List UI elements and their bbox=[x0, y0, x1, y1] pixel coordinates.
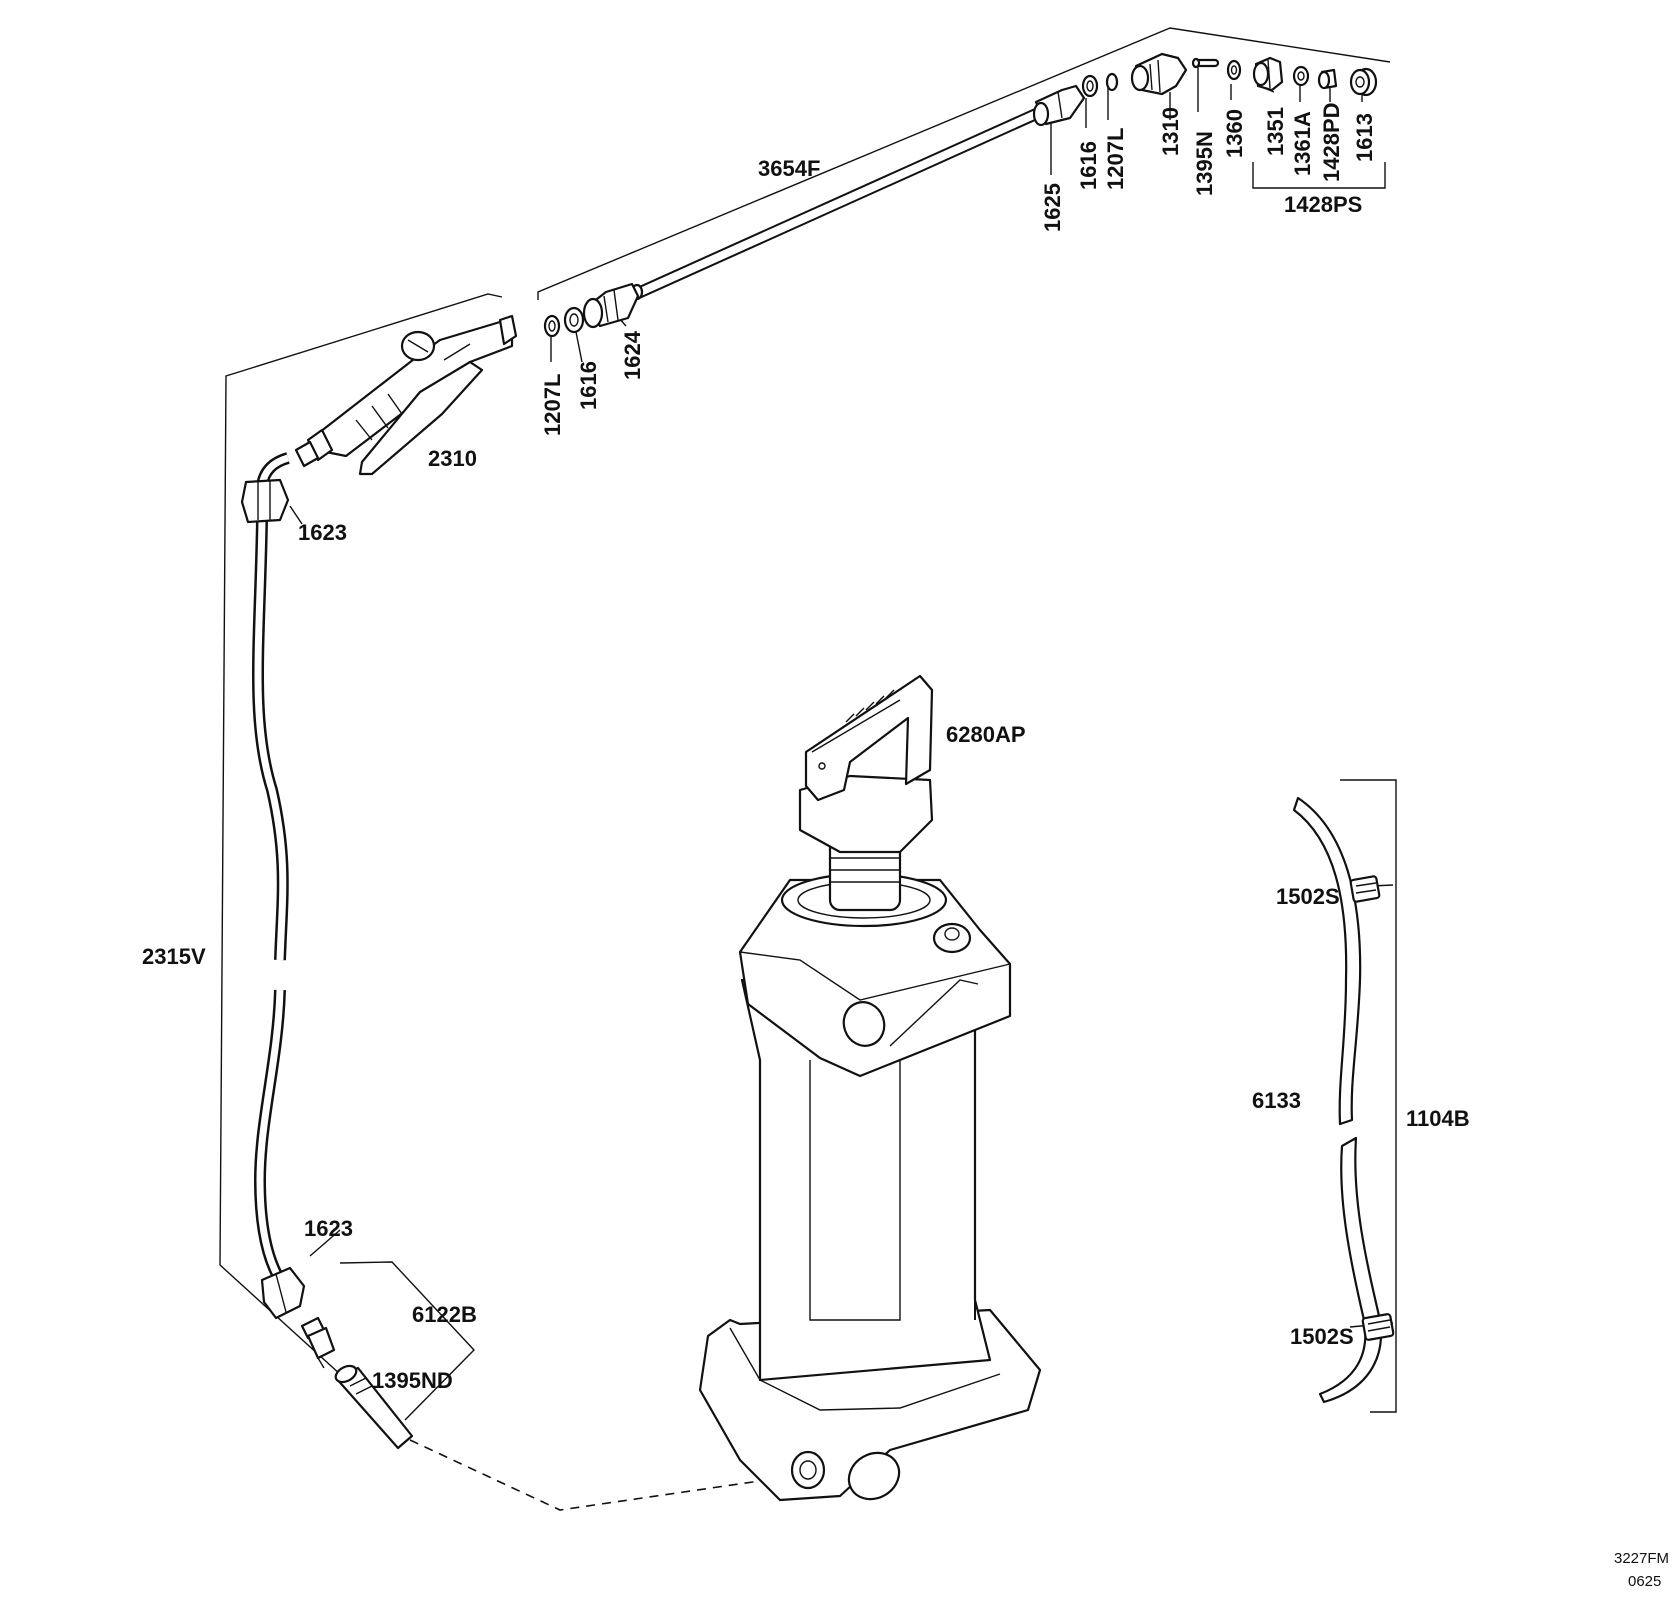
label-1502s-bottom: 1502S bbox=[1290, 1324, 1354, 1349]
washer-1360 bbox=[1226, 59, 1242, 81]
sprayer-tank bbox=[698, 872, 1042, 1502]
leader-lines bbox=[289, 66, 1394, 1328]
hose bbox=[252, 452, 290, 1284]
label-3654f: 3654F bbox=[758, 156, 820, 181]
pin bbox=[1191, 57, 1220, 69]
elbow-fitting bbox=[1130, 52, 1188, 96]
label-1207l-top: 1207L bbox=[1103, 128, 1128, 190]
label-1428pd: 1428PD bbox=[1319, 102, 1344, 182]
nozzle-body bbox=[1252, 56, 1284, 92]
label-1207l-bottom: 1207L bbox=[540, 374, 565, 436]
label-6280ap: 6280AP bbox=[946, 722, 1026, 747]
nozzle-cap bbox=[1349, 67, 1378, 97]
label-1625: 1625 bbox=[1040, 183, 1065, 232]
label-1351: 1351 bbox=[1263, 107, 1288, 156]
label-1616-top: 1616 bbox=[1076, 141, 1101, 190]
gasket-rear bbox=[543, 314, 561, 338]
lance-nut-front bbox=[1032, 84, 1086, 127]
label-1360: 1360 bbox=[1222, 109, 1247, 158]
strap-buckle-bottom bbox=[1361, 1313, 1395, 1341]
filter-fitting bbox=[300, 1316, 336, 1369]
washer-front bbox=[1081, 74, 1099, 98]
label-1616-bottom: 1616 bbox=[576, 361, 601, 410]
label-1310: 1310 bbox=[1158, 107, 1183, 156]
lance-tube bbox=[630, 104, 1051, 301]
swirl-insert bbox=[1317, 68, 1338, 90]
hose-nut-bottom bbox=[260, 1266, 306, 1320]
label-1104b: 1104B bbox=[1406, 1106, 1470, 1131]
label-1395n: 1395N bbox=[1192, 131, 1217, 196]
hose-nut-top bbox=[240, 478, 290, 524]
drawing-code-line1: 3227FM bbox=[1614, 1550, 1669, 1567]
label-1623-bottom: 1623 bbox=[304, 1216, 353, 1241]
label-2315v: 2315V bbox=[142, 944, 206, 969]
gasket-front bbox=[1105, 72, 1119, 92]
label-1361a: 1361A bbox=[1290, 111, 1315, 176]
filter bbox=[334, 1364, 414, 1450]
label-2310: 2310 bbox=[428, 446, 477, 471]
seal-1361a bbox=[1292, 65, 1310, 87]
label-1624: 1624 bbox=[620, 330, 645, 380]
drawing-code-line2: 0625 bbox=[1628, 1573, 1661, 1590]
part-labels: 3654F 1625 1616 1207L 1310 1395N 1360 13… bbox=[142, 102, 1669, 1590]
pump-assembly bbox=[798, 674, 934, 912]
label-1623-top: 1623 bbox=[298, 520, 347, 545]
label-6133: 6133 bbox=[1252, 1088, 1301, 1113]
washer-rear bbox=[563, 306, 585, 334]
label-6122b: 6122B bbox=[412, 1302, 477, 1327]
label-1502s-top: 1502S bbox=[1276, 884, 1340, 909]
label-1395nd: 1395ND bbox=[372, 1368, 453, 1393]
trigger-handle bbox=[294, 314, 518, 476]
lance-nut-rear bbox=[582, 282, 640, 329]
label-1428ps: 1428PS bbox=[1284, 192, 1362, 217]
strap-buckle-top bbox=[1349, 875, 1381, 903]
label-1613: 1613 bbox=[1352, 113, 1377, 162]
